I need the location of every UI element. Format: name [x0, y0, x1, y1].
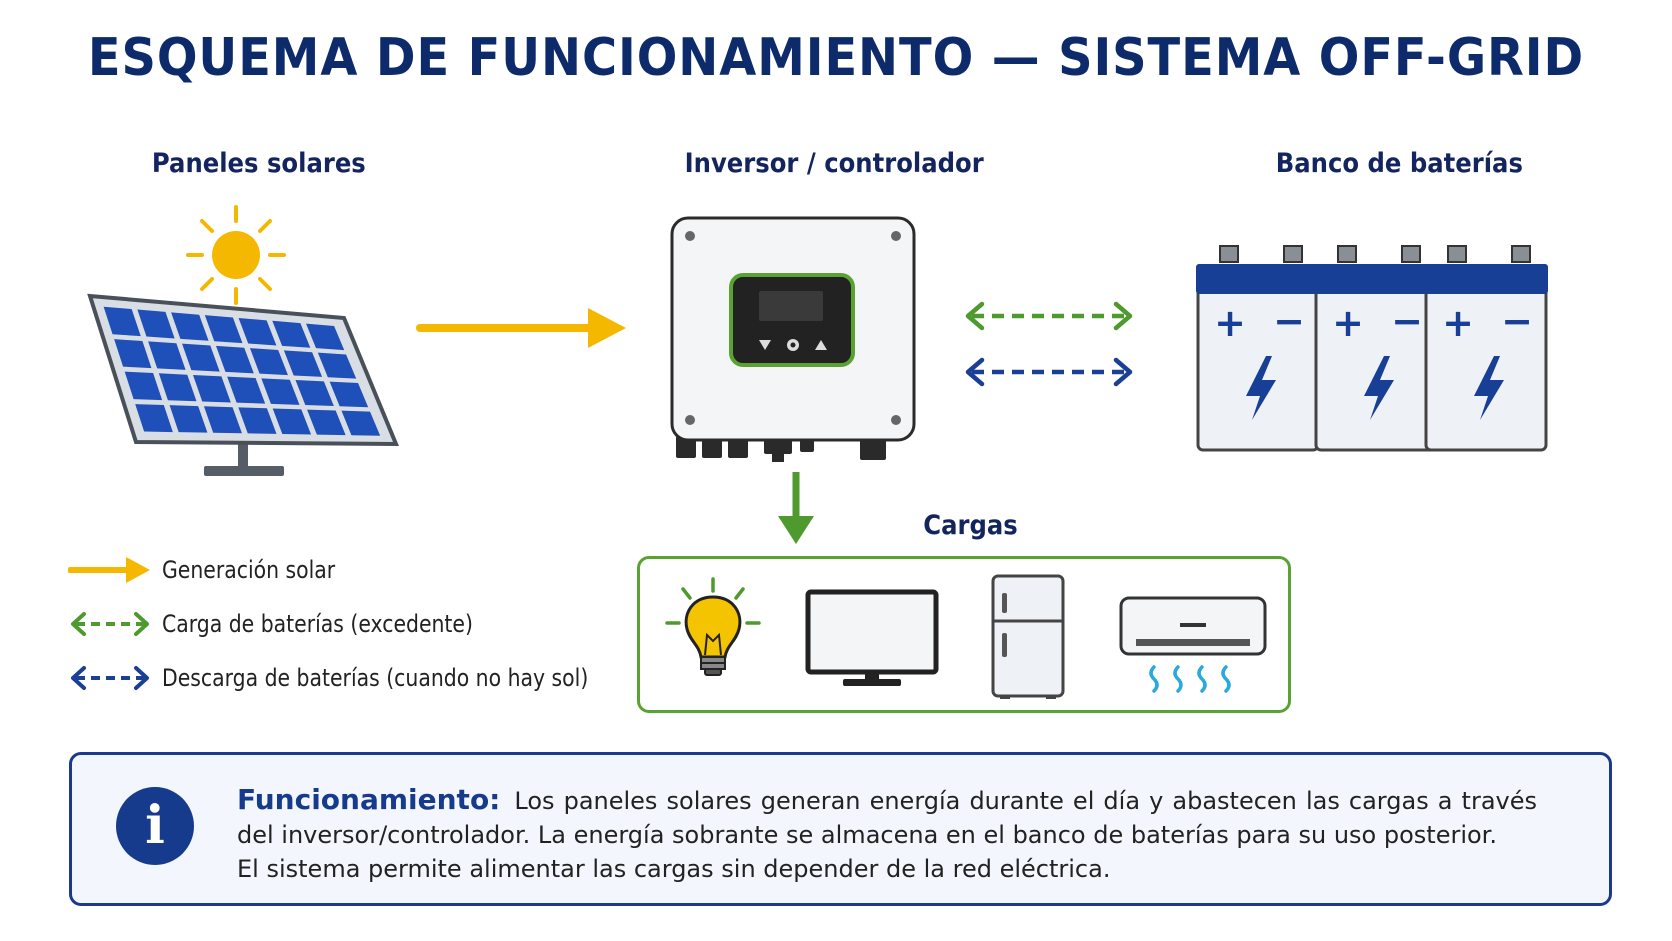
- solar-cell: [272, 408, 312, 435]
- plus-terminal: +: [1332, 301, 1364, 345]
- loads-panel: [637, 556, 1291, 713]
- solar-cell: [329, 381, 369, 408]
- panels-label: Paneles solares: [151, 148, 366, 179]
- solar-cell: [238, 407, 277, 434]
- legend-discharge-label: Descarga de baterías (cuando no hay sol): [162, 664, 589, 692]
- minus-terminal: −: [1273, 299, 1305, 343]
- inverter-icon: [670, 216, 916, 462]
- info-panel: i Funcionamiento:Los paneles solares gen…: [69, 752, 1612, 906]
- discharge-legend-arrow: [71, 666, 149, 690]
- solar-legend-arrow: [68, 557, 150, 583]
- solar-cell: [135, 404, 173, 433]
- solar-cell: [261, 378, 300, 405]
- solar-cell: [182, 343, 220, 372]
- air-conditioner-icon: [1119, 596, 1267, 693]
- legend-charge: Carga de baterías (excedente): [68, 604, 473, 644]
- solar-panel-icon: [87, 293, 399, 476]
- loads-flow-arrow: [778, 472, 814, 544]
- solar-cell: [272, 320, 311, 348]
- light-bulb-icon: [665, 577, 761, 676]
- solar-cell: [307, 409, 346, 436]
- solar-cell: [295, 379, 334, 407]
- monitor-icon: [805, 589, 939, 686]
- info-line-2: El sistema permite alimentar las cargas …: [237, 855, 1111, 883]
- solar-cell: [317, 352, 357, 379]
- minus-terminal: −: [1391, 299, 1423, 343]
- solar-cell: [238, 317, 277, 346]
- legend-discharge: Descarga de baterías (cuando no hay sol): [68, 658, 588, 698]
- plus-terminal: +: [1442, 301, 1474, 345]
- battery-icon: + −: [1314, 245, 1438, 452]
- plus-terminal: +: [1214, 301, 1246, 345]
- solar-cell: [158, 373, 197, 402]
- info-lead: Funcionamiento:: [237, 783, 501, 816]
- refrigerator-icon: [991, 574, 1065, 699]
- minus-terminal: −: [1501, 299, 1533, 343]
- sun-icon: [186, 205, 286, 305]
- info-text: Funcionamiento:Los paneles solares gener…: [237, 783, 1537, 886]
- info-icon: i: [116, 787, 194, 865]
- battery-icon: + −: [1196, 245, 1320, 452]
- battery-icon: + −: [1424, 245, 1548, 452]
- info-line-1: Los paneles solares generan energía dura…: [237, 787, 1537, 849]
- page-title: ESQUEMA DE FUNCIONAMIENTO — SISTEMA OFF-…: [87, 28, 1585, 88]
- discharge-arrow: [965, 357, 1133, 387]
- solar-cell: [203, 406, 242, 434]
- loads-label: Cargas: [923, 510, 1018, 541]
- solar-cell: [283, 350, 323, 377]
- solar-cell: [103, 306, 141, 337]
- solar-cell: [192, 374, 231, 403]
- solar-cell: [114, 339, 152, 369]
- solar-cell: [171, 312, 209, 341]
- charge-arrow: [965, 301, 1133, 331]
- solar-cell: [249, 348, 288, 376]
- inverter-label: Inversor / controlador: [684, 148, 984, 179]
- solar-cell: [306, 323, 345, 351]
- legend-charge-label: Carga de baterías (excedente): [162, 610, 473, 638]
- solar-cell: [137, 309, 175, 339]
- batteries-label: Banco de baterías: [1275, 148, 1523, 179]
- solar-cell: [124, 371, 163, 401]
- legend-solar-label: Generación solar: [162, 556, 336, 584]
- charge-legend-arrow: [71, 612, 149, 636]
- solar-cell: [169, 405, 208, 433]
- solar-cell: [215, 345, 254, 374]
- legend-solar: Generación solar: [68, 550, 335, 590]
- battery-bank-icon: + − + − + −: [1196, 245, 1548, 452]
- solar-flow-arrow: [416, 308, 626, 348]
- solar-cell: [341, 410, 381, 436]
- solar-cell: [148, 341, 186, 370]
- solar-cell: [204, 315, 243, 344]
- solar-cell: [227, 376, 266, 404]
